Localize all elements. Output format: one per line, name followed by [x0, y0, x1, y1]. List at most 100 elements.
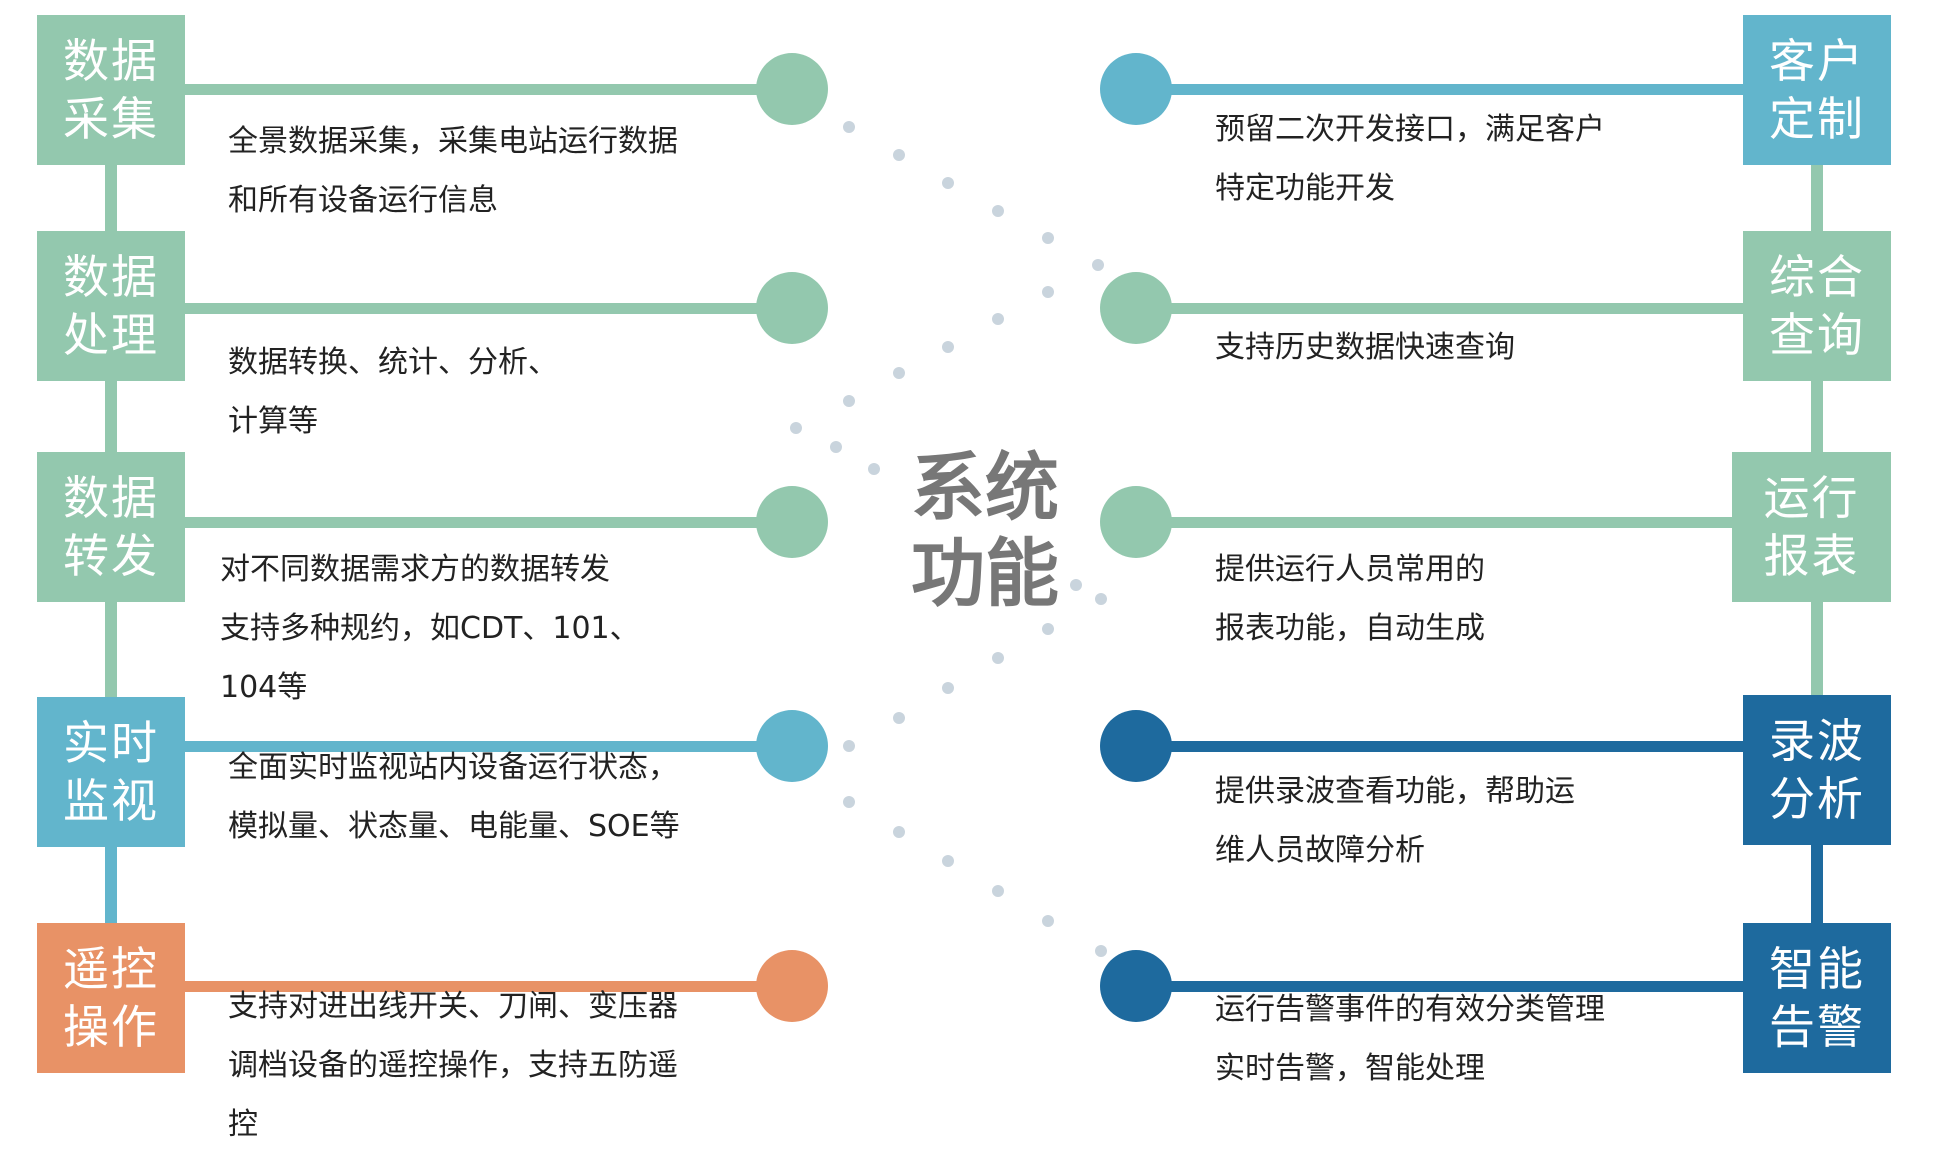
right-function-description: 运行告警事件的有效分类管理实时告警，智能处理	[1215, 980, 1605, 1098]
decorative-dot	[992, 313, 1005, 326]
left-node-circle	[756, 486, 828, 558]
decorative-dot	[942, 340, 955, 353]
right-function-box: 客户定制	[1743, 15, 1891, 165]
description-line: 调档设备的遥控操作，支持五防遥	[228, 1048, 678, 1083]
decorative-dot	[1069, 579, 1082, 592]
description-line: 预留二次开发接口，满足客户	[1215, 112, 1605, 147]
description-line: 实时告警，智能处理	[1215, 1051, 1485, 1086]
right-function-box: 综合查询	[1743, 231, 1891, 381]
function-label: 监视	[63, 774, 159, 828]
left-function-description: 全面实时监视站内设备运行状态，模拟量、状态量、电能量、SOE等	[228, 738, 680, 856]
right-branch-line	[1140, 303, 1750, 314]
function-label: 运行	[1763, 471, 1860, 525]
left-function-description: 对不同数据需求方的数据转发支持多种规约，如CDT、101、 104等	[220, 540, 640, 717]
description-line: 维人员故障分析	[1215, 833, 1425, 868]
function-label: 分析	[1769, 772, 1865, 826]
decorative-dot	[830, 440, 843, 453]
decorative-dot	[942, 681, 955, 694]
description-line: 支持历史数据快速查询	[1215, 330, 1515, 365]
right-node-circle	[1100, 272, 1172, 344]
description-line: 特定功能开发	[1215, 171, 1395, 206]
description-line: 对不同数据需求方的数据转发	[220, 552, 610, 587]
function-label: 处理	[63, 308, 159, 362]
right-node-circle	[1100, 486, 1172, 558]
left-connector	[105, 165, 117, 231]
function-label: 客户	[1769, 34, 1865, 88]
left-function-description: 支持对进出线开关、刀闸、变压器调档设备的遥控操作，支持五防遥控	[228, 977, 678, 1154]
right-node-circle	[1100, 53, 1172, 125]
description-line: 模拟量、状态量、电能量、SOE等	[228, 809, 680, 844]
right-function-box: 录波分析	[1743, 695, 1891, 845]
left-node-circle	[756, 710, 828, 782]
left-function-description: 数据转换、统计、分析、计算等	[228, 333, 558, 451]
function-label: 操作	[63, 1000, 159, 1054]
decorative-dot	[992, 651, 1005, 664]
decorative-dot	[892, 148, 905, 161]
description-line: 计算等	[228, 404, 318, 439]
left-connector	[105, 602, 117, 697]
function-label: 数据	[63, 250, 159, 304]
function-label: 采集	[63, 92, 159, 146]
right-function-box: 智能告警	[1743, 923, 1891, 1073]
description-line: 提供录波查看功能，帮助运	[1215, 774, 1575, 809]
right-connector	[1811, 602, 1823, 695]
decorative-dot	[942, 855, 955, 868]
function-label: 数据	[63, 34, 159, 88]
left-branch-line	[180, 517, 792, 528]
function-label: 遥控	[63, 942, 159, 996]
right-function-description: 预留二次开发接口，满足客户特定功能开发	[1215, 100, 1605, 218]
right-branch-line	[1140, 517, 1750, 528]
right-branch-line	[1140, 84, 1750, 95]
description-line: 支持多种规约，如CDT、101、	[220, 611, 640, 646]
center-title-line-1: 系统	[911, 445, 1059, 531]
description-line: 数据转换、统计、分析、	[228, 345, 558, 380]
right-branch-line	[1140, 981, 1750, 992]
left-function-description: 全景数据采集，采集电站运行数据和所有设备运行信息	[228, 112, 678, 230]
right-function-description: 提供运行人员常用的报表功能，自动生成	[1215, 540, 1485, 658]
decorative-dot	[1042, 622, 1055, 635]
function-label: 综合	[1769, 250, 1865, 304]
right-function-box: 运行报表	[1732, 452, 1891, 602]
left-function-box: 遥控操作	[37, 923, 185, 1073]
decorative-dot	[842, 121, 855, 134]
description-line: 控	[228, 1107, 258, 1142]
decorative-dot	[842, 740, 855, 753]
right-node-circle	[1100, 950, 1172, 1022]
right-node-circle	[1100, 710, 1172, 782]
decorative-dot	[790, 422, 803, 435]
decorative-dot	[992, 885, 1005, 898]
decorative-dot	[1094, 944, 1107, 957]
right-connector	[1811, 165, 1823, 231]
function-label: 数据	[63, 471, 159, 525]
center-title-line-2: 功能	[911, 531, 1059, 617]
left-connector	[105, 381, 117, 452]
left-branch-line	[180, 84, 792, 95]
decorative-dot	[942, 177, 955, 190]
left-node-circle	[756, 950, 828, 1022]
function-label: 定制	[1769, 92, 1865, 146]
right-function-description: 提供录波查看功能，帮助运维人员故障分析	[1215, 762, 1575, 880]
left-function-box: 数据处理	[37, 231, 185, 381]
decorative-dot	[1042, 232, 1055, 245]
decorative-dot	[992, 204, 1005, 217]
description-line: 报表功能，自动生成	[1215, 611, 1485, 646]
left-connector	[105, 847, 117, 923]
function-label: 录波	[1769, 714, 1865, 768]
left-branch-line	[180, 303, 792, 314]
description-line: 运行告警事件的有效分类管理	[1215, 992, 1605, 1027]
decorative-dot	[892, 826, 905, 839]
description-line: 104等	[220, 670, 308, 705]
function-label: 查询	[1769, 308, 1865, 362]
decorative-dot	[892, 711, 905, 724]
left-node-circle	[756, 272, 828, 344]
description-line: 全景数据采集，采集电站运行数据	[228, 124, 678, 159]
decorative-dot	[892, 367, 905, 380]
decorative-dot	[1042, 286, 1055, 299]
decorative-dot	[867, 463, 880, 476]
left-branch-line	[180, 741, 792, 752]
left-function-box: 数据转发	[37, 452, 185, 602]
function-label: 智能	[1769, 942, 1865, 996]
function-label: 告警	[1769, 1000, 1865, 1054]
function-label: 报表	[1763, 529, 1860, 583]
decorative-dot	[842, 796, 855, 809]
